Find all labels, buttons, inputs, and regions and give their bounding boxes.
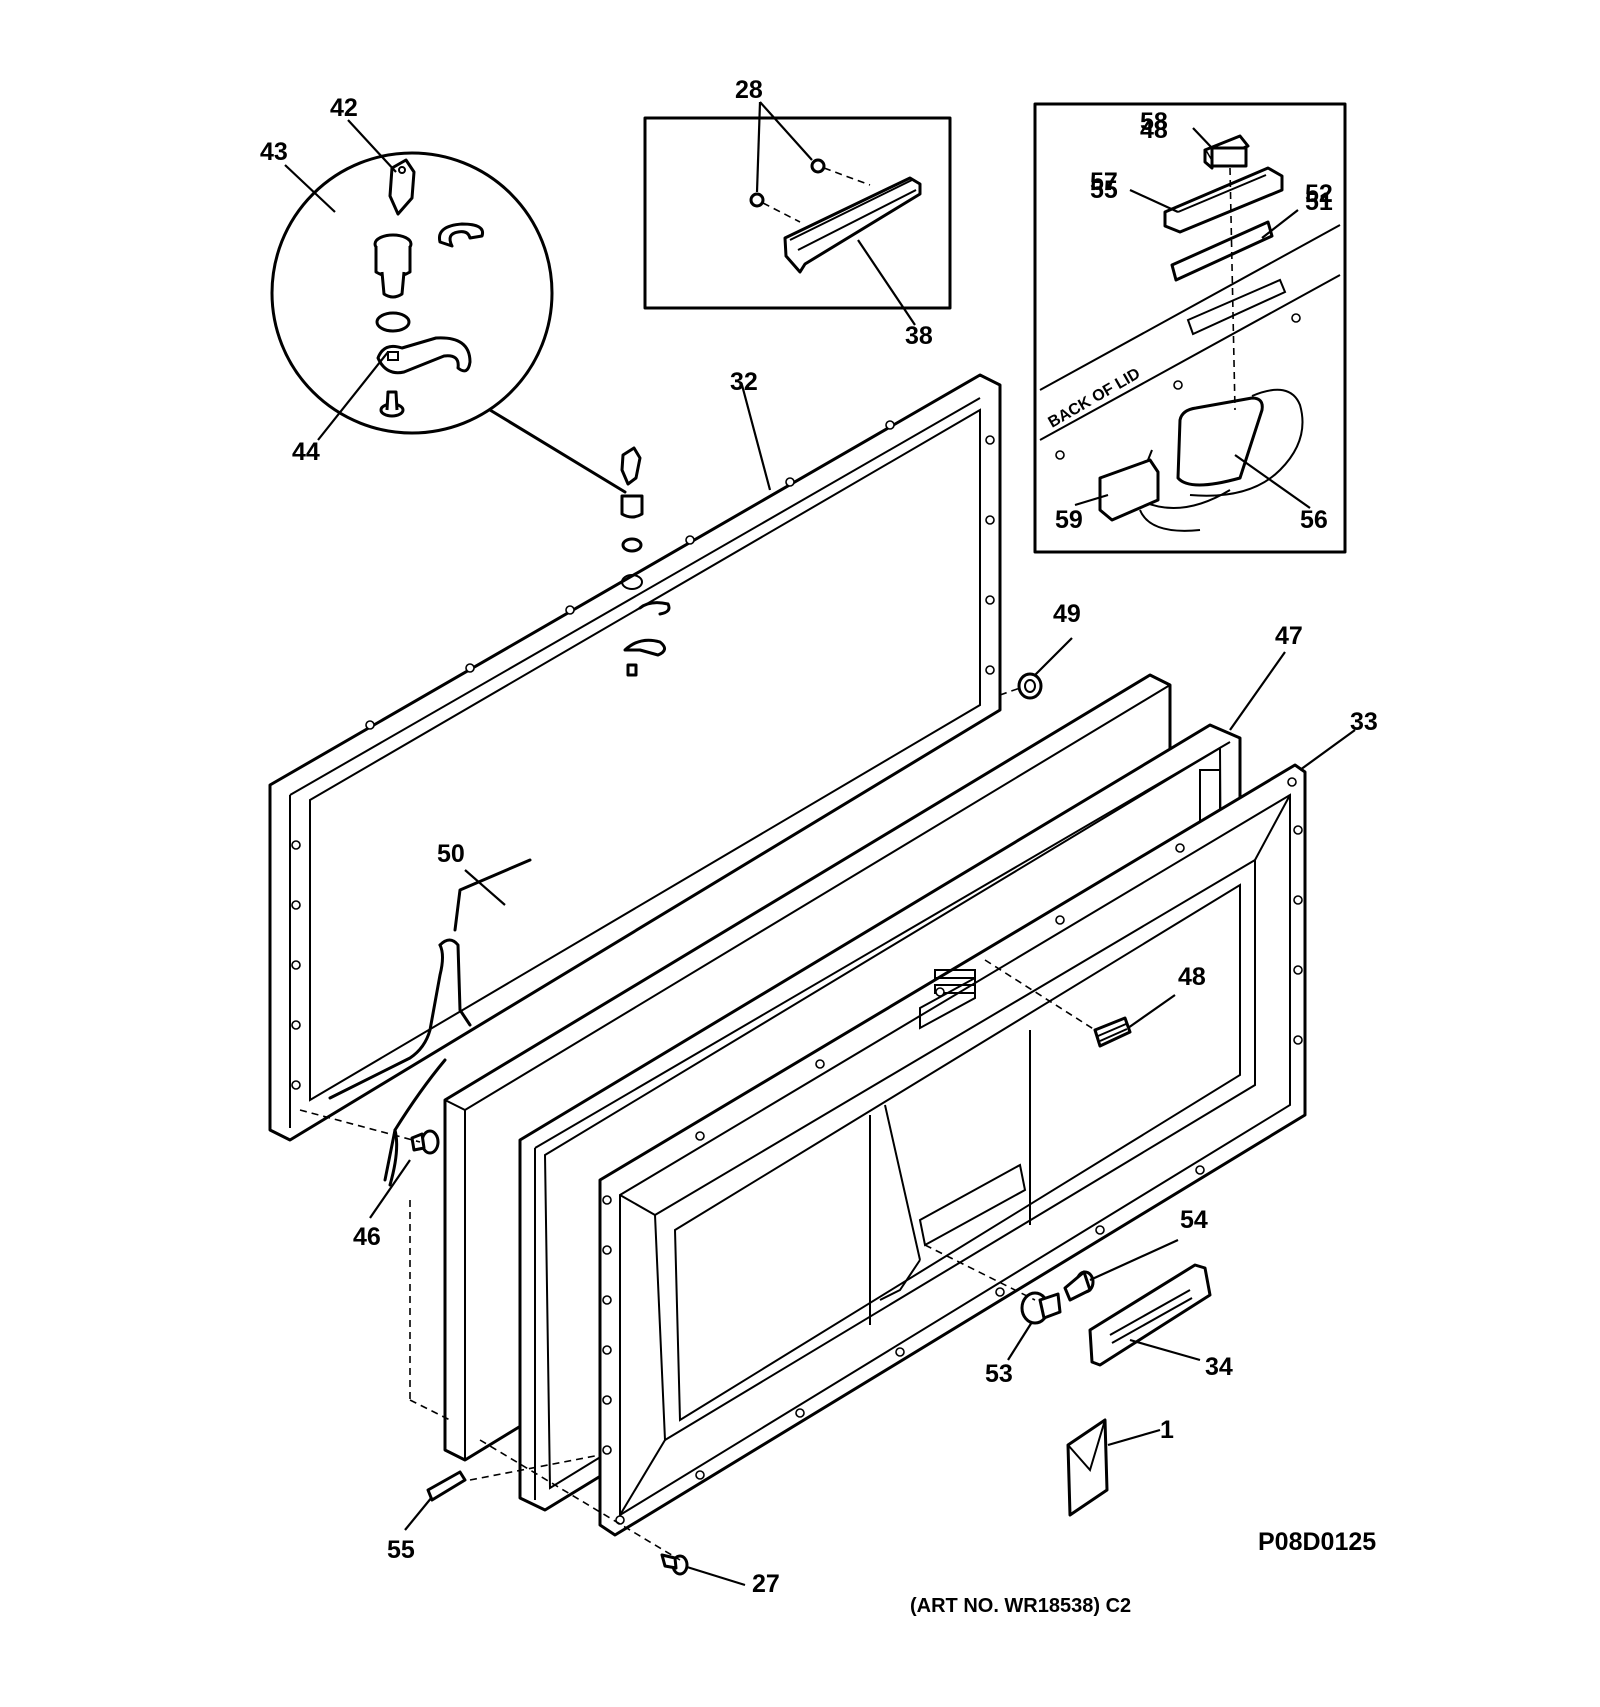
light-lens-icon [1163, 166, 1284, 234]
heater-wire [328, 943, 444, 1100]
frame-screw-holes [291, 420, 995, 1090]
light-socket-icon [1176, 396, 1264, 487]
leader-lines [284, 101, 1356, 1587]
light-switch-icon [1203, 134, 1250, 170]
screw-icon [379, 390, 405, 418]
gasket-icon [1170, 220, 1274, 282]
key-icon [388, 158, 416, 216]
callout-51-52: 5152 [1305, 180, 1333, 216]
light-shield-icon [1088, 1263, 1212, 1367]
lock-cylinder-icon [373, 233, 413, 299]
back-of-lid-inset: BACK OF LID [1033, 102, 1347, 554]
callout-28: 28 [735, 76, 763, 104]
inner-liner [598, 763, 1307, 1537]
light-socket-small-icon [1063, 1270, 1095, 1302]
callout-42: 42 [330, 94, 358, 122]
o-ring-icon [375, 311, 411, 333]
liner-screw-holes [602, 777, 1303, 1525]
transformer-icon [1098, 458, 1160, 522]
nut-icon [749, 192, 765, 208]
callout-34: 34 [1205, 1353, 1233, 1381]
lid-frame [268, 373, 1002, 1142]
callout-numbers: 42 43 44 28 38 32 4858 5557 5152 59 56 4… [260, 76, 1378, 1598]
callout-59: 59 [1055, 506, 1083, 534]
light-bulb-icon [1020, 1291, 1062, 1325]
callout-48-58: 4858 [1140, 108, 1168, 144]
spring-clip-icon [437, 222, 485, 248]
callout-33: 33 [1350, 708, 1378, 736]
callout-47: 47 [1275, 622, 1303, 650]
callout-55-57: 5557 [1090, 168, 1118, 204]
bumper-icon [1017, 672, 1043, 700]
frame-lock-parts [620, 446, 671, 677]
callout-32: 32 [730, 368, 758, 396]
lid-handle-icon [783, 176, 922, 274]
callout-50: 50 [437, 840, 465, 868]
callout-55: 55 [387, 1536, 415, 1564]
back-of-lid-label: BACK OF LID [1046, 365, 1144, 431]
diagram-code: P08D0125 [1258, 1528, 1376, 1556]
handle-inset [643, 116, 952, 310]
callout-38: 38 [905, 322, 933, 350]
lock-cam-icon [376, 336, 472, 375]
callout-54: 54 [1180, 1206, 1208, 1234]
assembly-lines [299, 687, 1096, 1561]
callout-44: 44 [292, 438, 320, 466]
art-number: (ART NO. WR18538) C2 [910, 1595, 1131, 1617]
callout-56: 56 [1300, 506, 1328, 534]
instruction-envelope-icon [1066, 1418, 1109, 1517]
bracket-icon [426, 1470, 467, 1502]
bumper-icon [410, 1129, 440, 1155]
callout-49: 49 [1053, 600, 1081, 628]
callout-1: 1 [1160, 1416, 1174, 1444]
lock-detail-circle [270, 151, 627, 494]
nut-icon [810, 158, 826, 174]
callout-27: 27 [752, 1570, 780, 1598]
callout-46: 46 [353, 1223, 381, 1251]
callout-43: 43 [260, 138, 288, 166]
callout-48: 48 [1178, 963, 1206, 991]
screw-icon [660, 1553, 689, 1576]
callout-53: 53 [985, 1360, 1013, 1388]
